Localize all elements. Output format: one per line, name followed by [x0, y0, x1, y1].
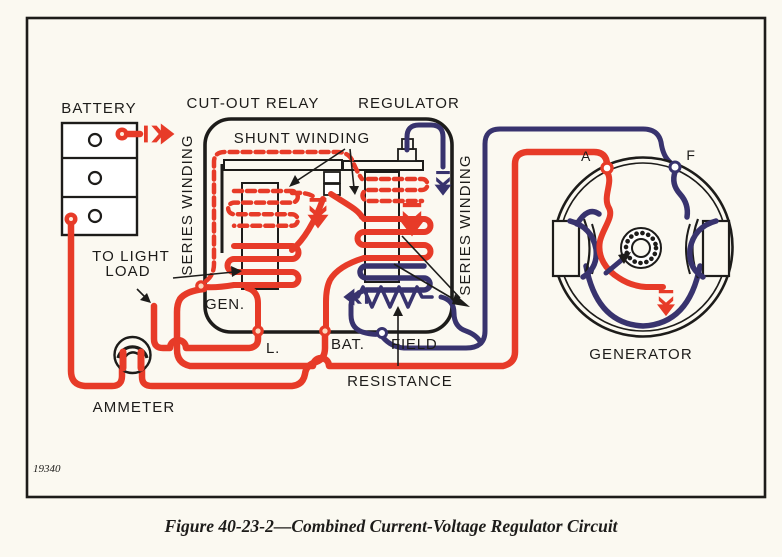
- ammeter-symbol: [113, 335, 152, 375]
- leader-lines: [136, 148, 461, 366]
- relay-contact: [323, 171, 341, 184]
- cutout-relay-label: CUT-OUT RELAY: [187, 95, 320, 112]
- l-terminal-riser: [244, 285, 261, 333]
- series-winding-right-label: SERIES WINDING: [457, 154, 474, 295]
- generator-terminal-a: [600, 161, 614, 175]
- leader-arrowheads: [140, 175, 470, 316]
- terminal-f-label: F: [686, 147, 695, 163]
- field-terminal-label: FIELD: [391, 336, 438, 353]
- generator-brush: [603, 252, 631, 276]
- regulator-label: REGULATOR: [358, 95, 460, 112]
- cutout-relay-shunt-winding: [225, 188, 301, 229]
- regulator-armature-ground-wire: [404, 122, 446, 170]
- regulator-blue-winding: [357, 263, 433, 293]
- bat-terminal-riser: [323, 255, 367, 333]
- l-terminal-label: L.: [266, 340, 280, 357]
- diagram-frame: [25, 16, 767, 499]
- gen-terminal-junction: [195, 280, 207, 292]
- battery-label: BATTERY: [61, 100, 137, 117]
- field-terminal-junction: [376, 327, 388, 339]
- battery-cell-cap: [87, 170, 103, 186]
- gen-to-armature-wire: [173, 148, 611, 370]
- regulator-series-winding: [354, 216, 434, 261]
- to-light-load-label-line1: TO LIGHT: [92, 248, 170, 265]
- bat-terminal-label: BAT.: [331, 336, 365, 353]
- photo-number: 19340: [33, 463, 61, 475]
- shunt-winding-label: SHUNT WINDING: [234, 130, 371, 147]
- generator-field-coil: [583, 263, 703, 329]
- generator-armature-wire: [596, 169, 666, 290]
- battery-to-ammeter-wire: [67, 221, 126, 390]
- generator-field-windings: [567, 169, 719, 280]
- terminal-a-label: A: [581, 148, 591, 164]
- generator-symbol: [551, 156, 734, 338]
- regulator-shunt-winding: [360, 176, 430, 204]
- battery-cell-cap: [87, 132, 103, 148]
- generator-commutator: [620, 227, 662, 269]
- cutout-relay-series-winding: [224, 243, 302, 288]
- figure-caption: Figure 40-23-2—Combined Current-Voltage …: [163, 516, 618, 536]
- ammeter-label: AMMETER: [93, 399, 176, 416]
- charging-circuit-wires: [67, 130, 611, 390]
- shunt-winding-wire: [203, 149, 430, 284]
- gen-terminal-label: GEN.: [205, 296, 245, 313]
- field-to-generator-wire: [378, 126, 674, 351]
- series-winding-wire: [202, 191, 434, 333]
- to-light-load-label-line2: LOAD: [105, 263, 150, 280]
- resistance-label: RESISTANCE: [347, 373, 453, 390]
- l-terminal-junction: [252, 325, 264, 337]
- bat-terminal-junction: [319, 325, 331, 337]
- battery-cell-cap: [87, 208, 103, 224]
- generator-label: GENERATOR: [589, 346, 693, 363]
- generator-terminal-f: [668, 160, 682, 174]
- series-winding-left-label: SERIES WINDING: [179, 134, 196, 275]
